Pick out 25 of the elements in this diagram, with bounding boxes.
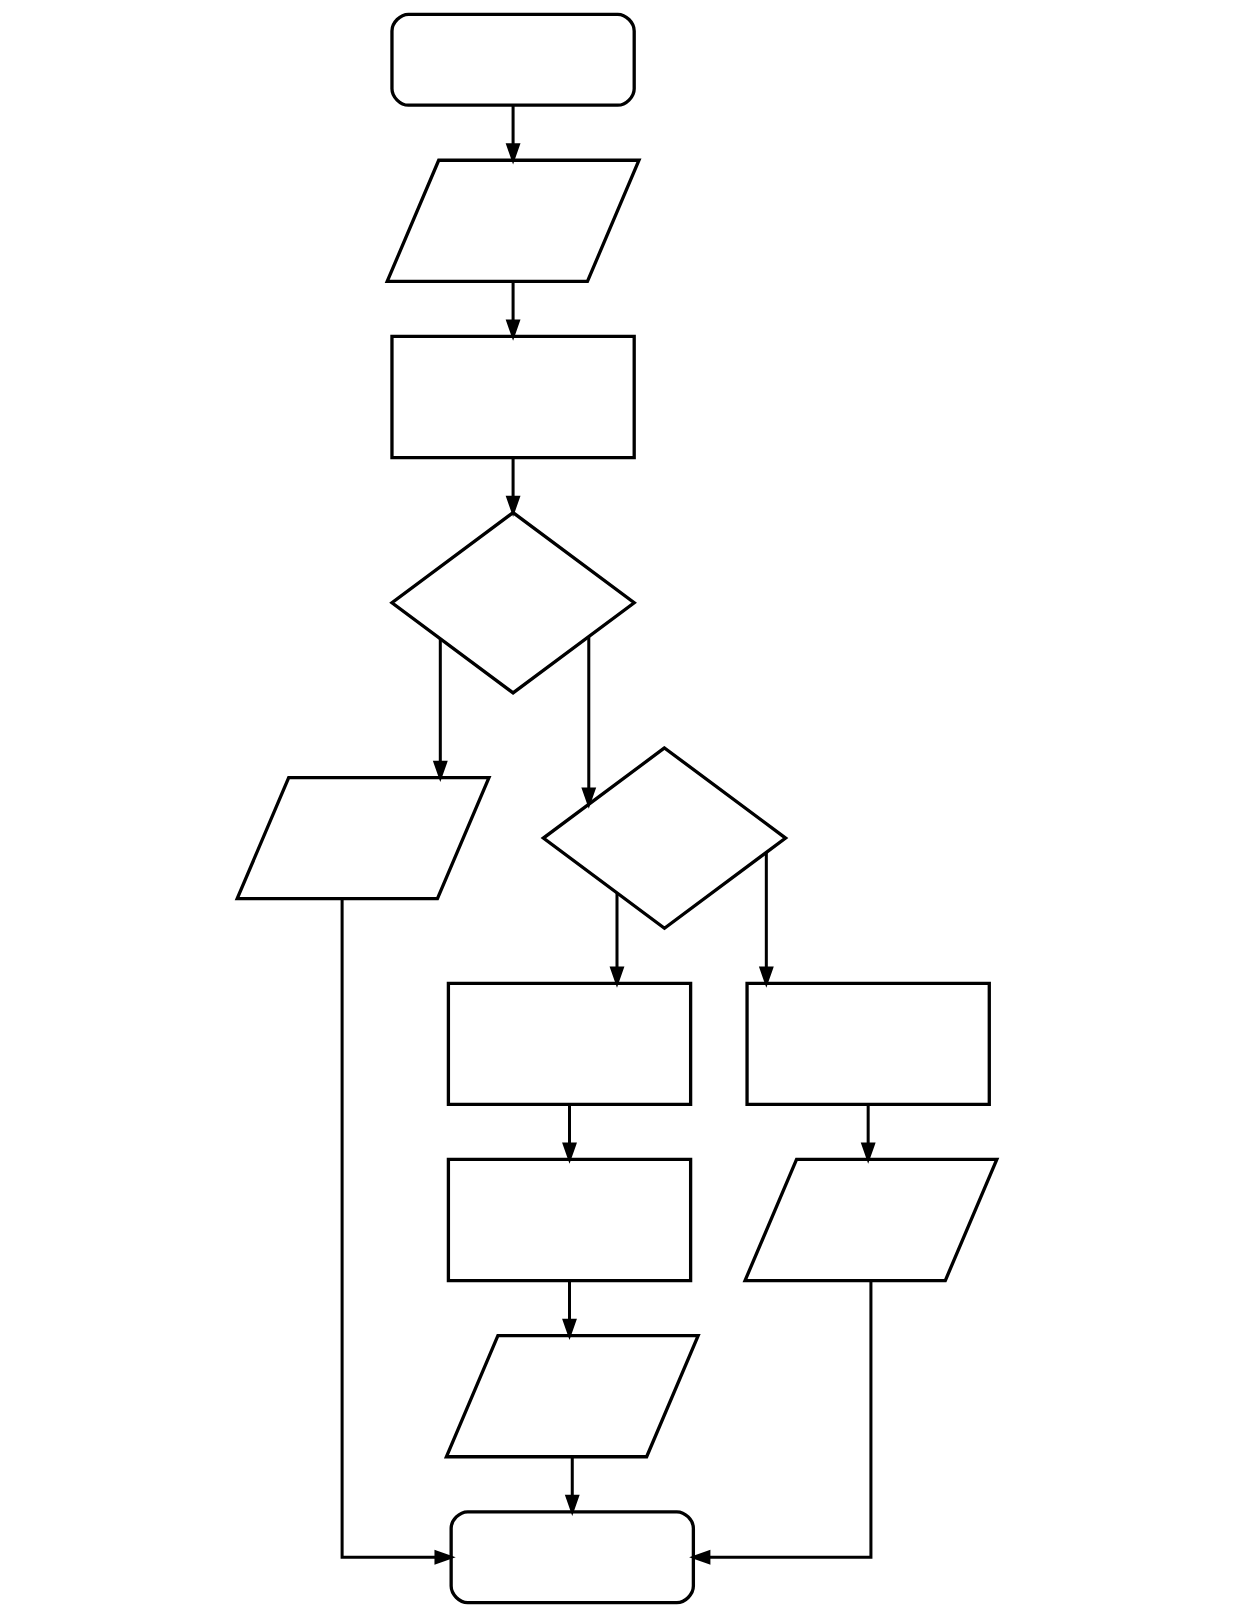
arrow [689, 1280, 873, 1565]
node-stadium [390, 12, 636, 107]
node-parallelogram [742, 1157, 1000, 1283]
node-box [745, 981, 991, 1107]
arrow [432, 639, 448, 783]
node-stadium [449, 1510, 696, 1605]
node-box [390, 334, 636, 460]
arrow [860, 1104, 876, 1164]
node-parallelogram [384, 158, 642, 284]
arrow [758, 852, 774, 988]
arrow [564, 1457, 580, 1516]
arrow [505, 457, 521, 517]
arrow [581, 636, 597, 809]
node-parallelogram [234, 775, 492, 901]
node-diamond [540, 745, 789, 931]
arrow [340, 898, 456, 1565]
arrow [505, 105, 521, 165]
node-box [446, 981, 693, 1107]
arrow [609, 893, 625, 988]
arrow [562, 1280, 577, 1341]
node-diamond [389, 510, 637, 695]
arrow [505, 281, 521, 341]
node-parallelogram [443, 1333, 701, 1459]
node-box [446, 1157, 693, 1283]
arrow [562, 1104, 577, 1164]
